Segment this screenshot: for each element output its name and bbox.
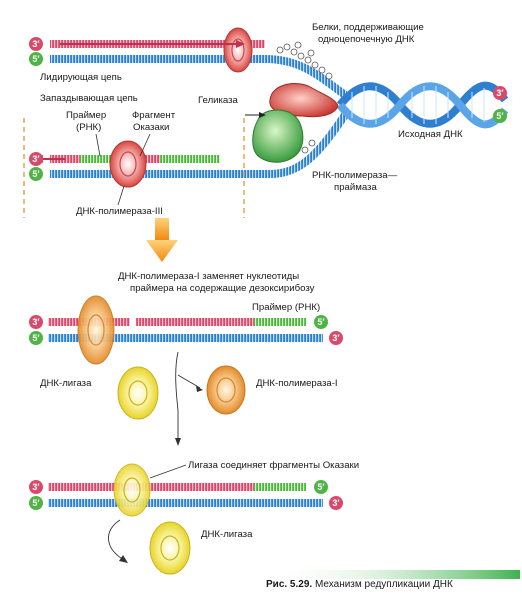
step3-new-strand <box>48 483 254 491</box>
svg-text:3′: 3′ <box>496 88 503 98</box>
dna-polymerase-3-leading <box>223 27 253 73</box>
figure-caption: Рис. 5.29. Механизм редупликации ДНК <box>266 579 453 590</box>
label-parent-dna: Исходная ДНК <box>398 129 463 140</box>
label-okazaki-1: Фрагмент <box>132 110 176 121</box>
svg-text:5′: 5′ <box>32 169 39 179</box>
svg-text:3′: 3′ <box>32 317 39 327</box>
label-pol1-note-2: праймера на содержащие дезоксирибозу <box>130 283 315 294</box>
caption-accent-bar <box>272 570 520 579</box>
svg-text:5′: 5′ <box>317 317 324 327</box>
label-ssb-proteins-2: одноцепочечную ДНК <box>318 34 415 45</box>
end-label-5-step3-left: 5′ <box>29 496 43 510</box>
step2-primer-rna <box>254 318 306 326</box>
label-primer-2: (РНК) <box>76 122 101 133</box>
svg-text:5′: 5′ <box>496 111 503 121</box>
end-label-3-step2-left: 3′ <box>29 315 43 329</box>
label-rna-polymerase-2: праймаза <box>334 182 377 193</box>
label-dna-polymerase-3: ДНК-полимераза-III <box>76 206 163 217</box>
end-label-5-step2-left: 5′ <box>29 331 43 345</box>
svg-text:5′: 5′ <box>317 482 324 492</box>
end-label-5-lagging: 5′ <box>29 167 43 181</box>
label-okazaki-2: Оказаки <box>133 122 169 133</box>
svg-text:3′: 3′ <box>332 333 339 343</box>
lagging-primer-rna-2 <box>160 155 220 163</box>
svg-text:5′: 5′ <box>32 333 39 343</box>
end-label-3-step2-right: 3′ <box>329 331 343 345</box>
end-label-3-top-left: 3′ <box>29 37 43 51</box>
step3-primer-rna <box>254 483 306 491</box>
end-label-3-lagging: 3′ <box>29 152 43 166</box>
parent-dna-helix <box>336 81 509 129</box>
step2-template-strand <box>48 334 323 342</box>
end-label-5-helix-bottom: 5′ <box>493 109 507 123</box>
label-helicase: Геликаза <box>198 95 239 106</box>
lagging-primer-rna-1 <box>80 155 116 163</box>
svg-text:5′: 5′ <box>32 498 39 508</box>
svg-text:3′: 3′ <box>32 39 39 49</box>
leading-template-strand <box>50 55 265 63</box>
rna-polymerase-primase <box>252 109 304 163</box>
label-dna-ligase-2: ДНК-лигаза <box>201 529 253 540</box>
svg-text:5′: 5′ <box>32 54 39 64</box>
label-leading-strand: Лидирующая цепь <box>40 72 122 83</box>
dna-ligase-bound <box>113 463 151 517</box>
svg-text:3′: 3′ <box>32 482 39 492</box>
lagging-template-strand <box>50 170 270 178</box>
end-label-5-top-left: 5′ <box>29 52 43 66</box>
dna-polymerase-1-free <box>206 365 246 415</box>
lagging-fork-arm <box>269 112 349 178</box>
svg-text:3′: 3′ <box>32 154 39 164</box>
dna-ligase-released <box>149 521 191 575</box>
dna-polymerase-3-lagging <box>109 140 147 188</box>
end-label-3-helix-top: 3′ <box>493 86 507 100</box>
label-dna-ligase-1: ДНК-лигаза <box>40 378 92 389</box>
end-label-5-step3-right: 5′ <box>314 480 328 494</box>
label-rna-polymerase-1: РНК-полимераза— <box>312 170 398 181</box>
label-dna-polymerase-1: ДНК-полимераза-I <box>256 378 338 389</box>
transition-arrow <box>146 218 178 262</box>
end-label-3-step3-left: 3′ <box>29 480 43 494</box>
end-label-5-step2-right: 5′ <box>314 315 328 329</box>
label-primer-rna: Праймер (РНК) <box>252 302 320 313</box>
label-ligase-note: Лигаза соединяет фрагменты Оказаки <box>188 460 359 471</box>
step3-template-strand <box>48 499 323 507</box>
dna-ligase-free <box>117 366 159 420</box>
label-ssb-proteins-1: Белки, поддерживающие <box>312 22 424 33</box>
step2-new-strand-right <box>136 318 254 326</box>
label-pol1-note-1: ДНК-полимераза-I заменяет нуклеотиды <box>118 271 299 282</box>
label-primer-1: Праймер <box>66 110 106 121</box>
dna-polymerase-1-step2 <box>77 295 115 365</box>
svg-text:3′: 3′ <box>332 498 339 508</box>
label-lagging-strand: Запаздывающая цепь <box>40 93 138 104</box>
end-label-3-step3-right: 3′ <box>329 496 343 510</box>
leading-fork-arm <box>264 55 348 99</box>
